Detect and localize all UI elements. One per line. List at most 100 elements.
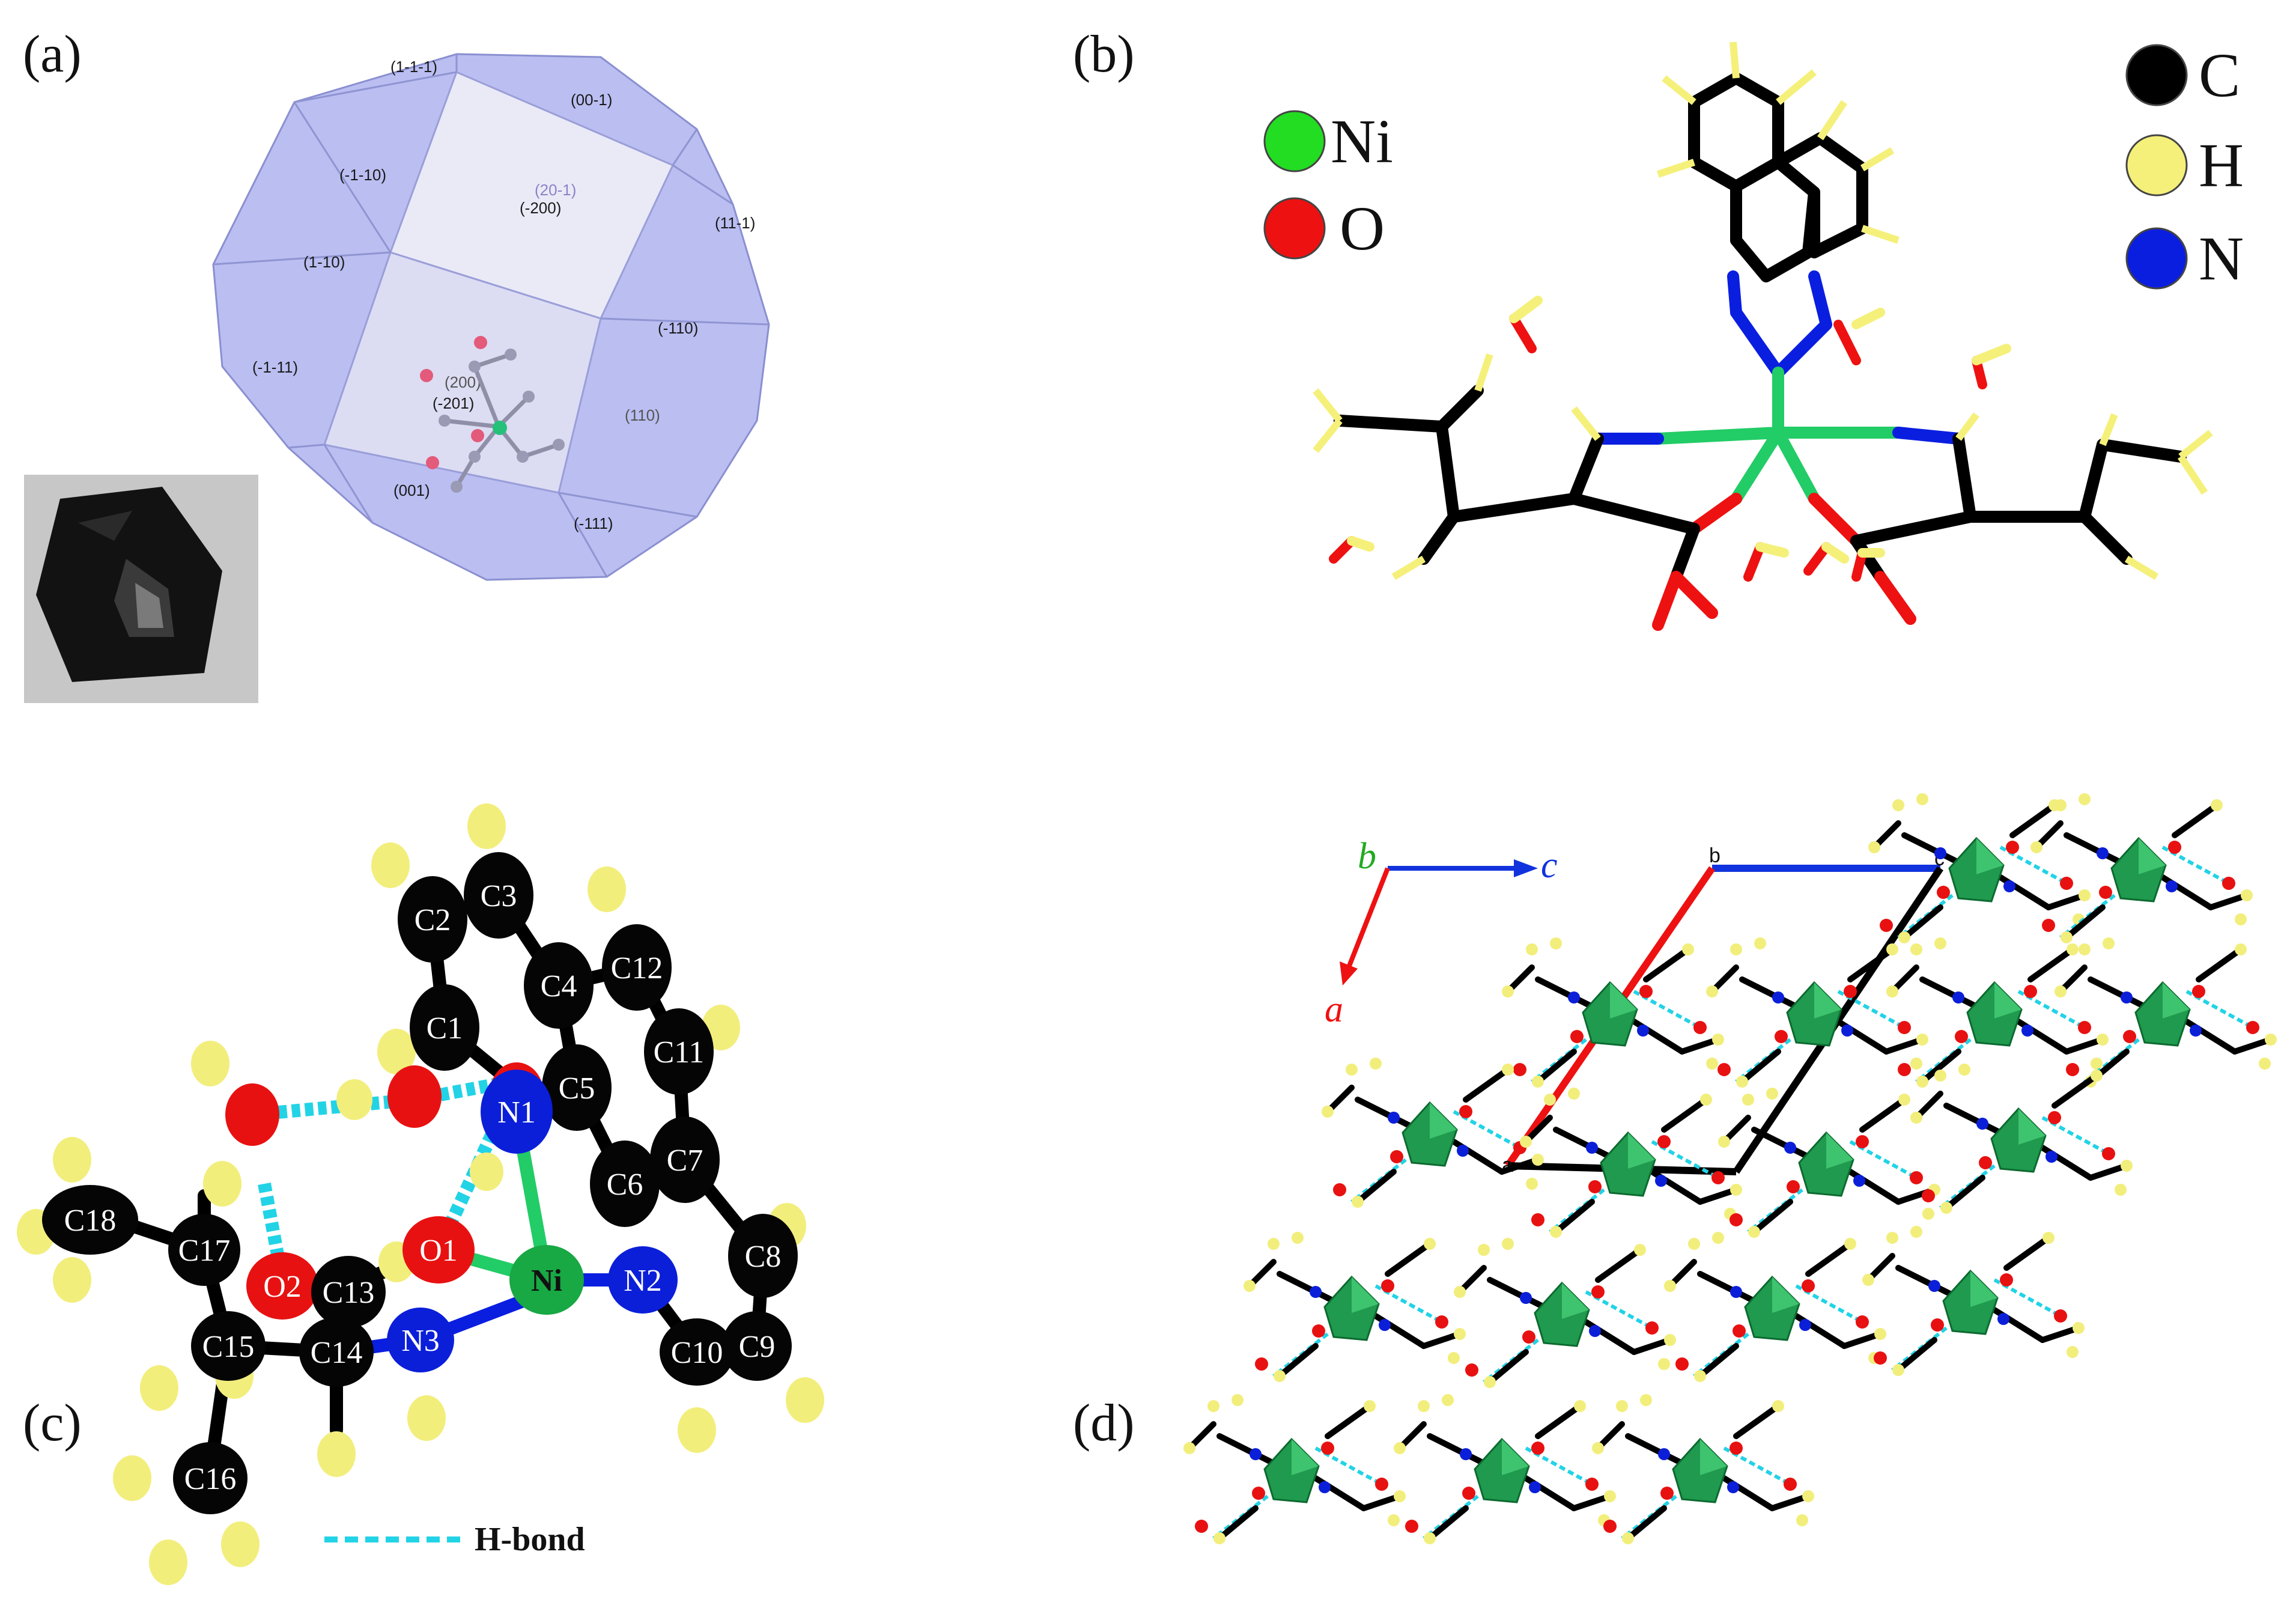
a-axis-arrow: [1346, 867, 1390, 969]
crystal-edges: [213, 54, 770, 577]
packing-molecule: [1502, 937, 1724, 1088]
ligand-hydrogens: [1313, 353, 2213, 580]
legend-swatch: [2125, 227, 2188, 290]
axis-label: c: [1541, 845, 1558, 886]
coordination-bonds: [1592, 270, 1964, 547]
atom-label: N2: [624, 1264, 662, 1298]
atom-ellipsoid: [728, 1214, 798, 1298]
face-label: (-1-11): [252, 358, 298, 376]
axis-label: a: [1325, 989, 1343, 1030]
panel-label-b: (b): [1073, 25, 1135, 84]
atom-label: O2: [263, 1270, 302, 1304]
packing-molecule: [1706, 937, 1928, 1088]
hbond-legend: H-bond: [324, 1521, 585, 1558]
atom-label: C13: [323, 1276, 375, 1310]
unit-cell: [1505, 865, 1943, 1175]
atom-ellipsoid: [660, 1318, 734, 1386]
atom-label: C5: [559, 1071, 595, 1106]
legend-label: O: [1340, 194, 1385, 263]
atom-ellipsoid: [608, 1246, 678, 1314]
atom-ellipsoid: [722, 1311, 792, 1381]
packing-molecule: [1886, 937, 2109, 1088]
face-label: (-111): [574, 514, 613, 532]
atom-ellipsoid: [481, 1070, 553, 1154]
atom-ellipsoid: [602, 924, 672, 1011]
packing-molecule: [1868, 793, 2091, 943]
packing-molecule: [1454, 1238, 1676, 1388]
atom-label: C4: [541, 969, 577, 1003]
face-label: (1-10): [303, 253, 345, 271]
atom-ellipsoid: [644, 1008, 714, 1095]
atom-ellipsoid: [299, 1317, 374, 1387]
axis-indicator: b c a: [1325, 836, 1558, 1030]
face-label: (-110): [658, 319, 698, 337]
crystal-packing: b c a b c a: [1183, 793, 2277, 1544]
atom-ellipsoid: [524, 942, 594, 1029]
packing-molecule: [1394, 1394, 1616, 1544]
atom-ellipsoid: [509, 1245, 584, 1315]
atom-ellipsoid: [246, 1252, 318, 1320]
atom-label: C17: [178, 1234, 231, 1268]
phen-hydrogens: [1657, 41, 1900, 244]
atom-label: C11: [654, 1035, 705, 1070]
atom-label: C18: [64, 1204, 117, 1238]
atom-label: C1: [427, 1011, 463, 1046]
packing-molecule: [1183, 1394, 1406, 1544]
atom-label: C14: [311, 1336, 363, 1370]
atom-label: C16: [184, 1462, 237, 1496]
atom-label: C3: [481, 879, 517, 913]
legend-label: C: [2199, 41, 2240, 110]
legend-label: N: [2199, 224, 2244, 293]
atom-label: C7: [667, 1143, 703, 1178]
atom-ellipsoid: [650, 1116, 720, 1203]
atom-label: C8: [745, 1240, 782, 1274]
atom-label: Ni: [531, 1264, 562, 1298]
packing-molecule: [1322, 1058, 1544, 1208]
packing-molecule: [1244, 1232, 1466, 1382]
face-label: (1-1-1): [390, 58, 437, 76]
left-amino-acid: [1334, 385, 1700, 583]
face-label: (11-1): [715, 214, 755, 232]
crystal-morphology: (1-1-1) (00-1) (-1-10) (20-1) (-200) (11…: [212, 53, 770, 581]
atom-ellipsoid: [410, 984, 479, 1071]
face-label: (-200): [520, 199, 561, 217]
crystal-photo: [24, 475, 258, 703]
atom-ellipsoid: [590, 1140, 660, 1227]
packing-molecule: [1664, 1232, 1886, 1382]
panel-label-a: (a): [23, 25, 82, 84]
face-label: (00-1): [571, 91, 612, 109]
legend-label: Ni: [1331, 107, 1393, 176]
packing-molecule: [2055, 937, 2277, 1088]
face-label: (200): [445, 373, 481, 391]
atom-ellipsoid: [387, 1308, 454, 1372]
atom-ellipsoid: [311, 1256, 386, 1328]
legend-swatch: [2125, 44, 2188, 106]
atom-ellipsoid: [191, 1311, 266, 1381]
atom-label: C12: [611, 951, 663, 985]
atom-label: C2: [415, 903, 451, 937]
face-label: (20-1): [535, 181, 576, 199]
atom-label: C9: [739, 1330, 776, 1364]
legend-swatch: [2125, 134, 2188, 196]
axis-label: b: [1358, 836, 1376, 877]
packing-molecules: [1183, 793, 2277, 1544]
atom-label: O1: [419, 1234, 458, 1268]
atom-ellipsoid: [398, 876, 467, 963]
panel-label-c: (c): [23, 1394, 82, 1452]
atom-ellipsoid: [168, 1214, 240, 1286]
legend-swatch: [1263, 110, 1326, 172]
packing-molecule: [1862, 1226, 2085, 1376]
ortep-atoms: [42, 852, 798, 1514]
packing-molecule: [1592, 1394, 1814, 1544]
right-amino-acid: [1850, 433, 2187, 583]
face-label: (-201): [433, 394, 474, 412]
embedded-molecule: [420, 336, 565, 493]
face-label: (110): [625, 406, 660, 424]
atom-label: N1: [497, 1095, 536, 1130]
ortep-structure: C2 C3 C4 C12 C1 C5 C11 N1 C6 C7 C18 C17 …: [17, 803, 824, 1585]
face-label: (-1-10): [339, 166, 386, 184]
atom-ellipsoid: [173, 1442, 248, 1514]
packing-molecule: [1718, 1088, 1940, 1238]
atom-ellipsoid: [42, 1185, 138, 1255]
